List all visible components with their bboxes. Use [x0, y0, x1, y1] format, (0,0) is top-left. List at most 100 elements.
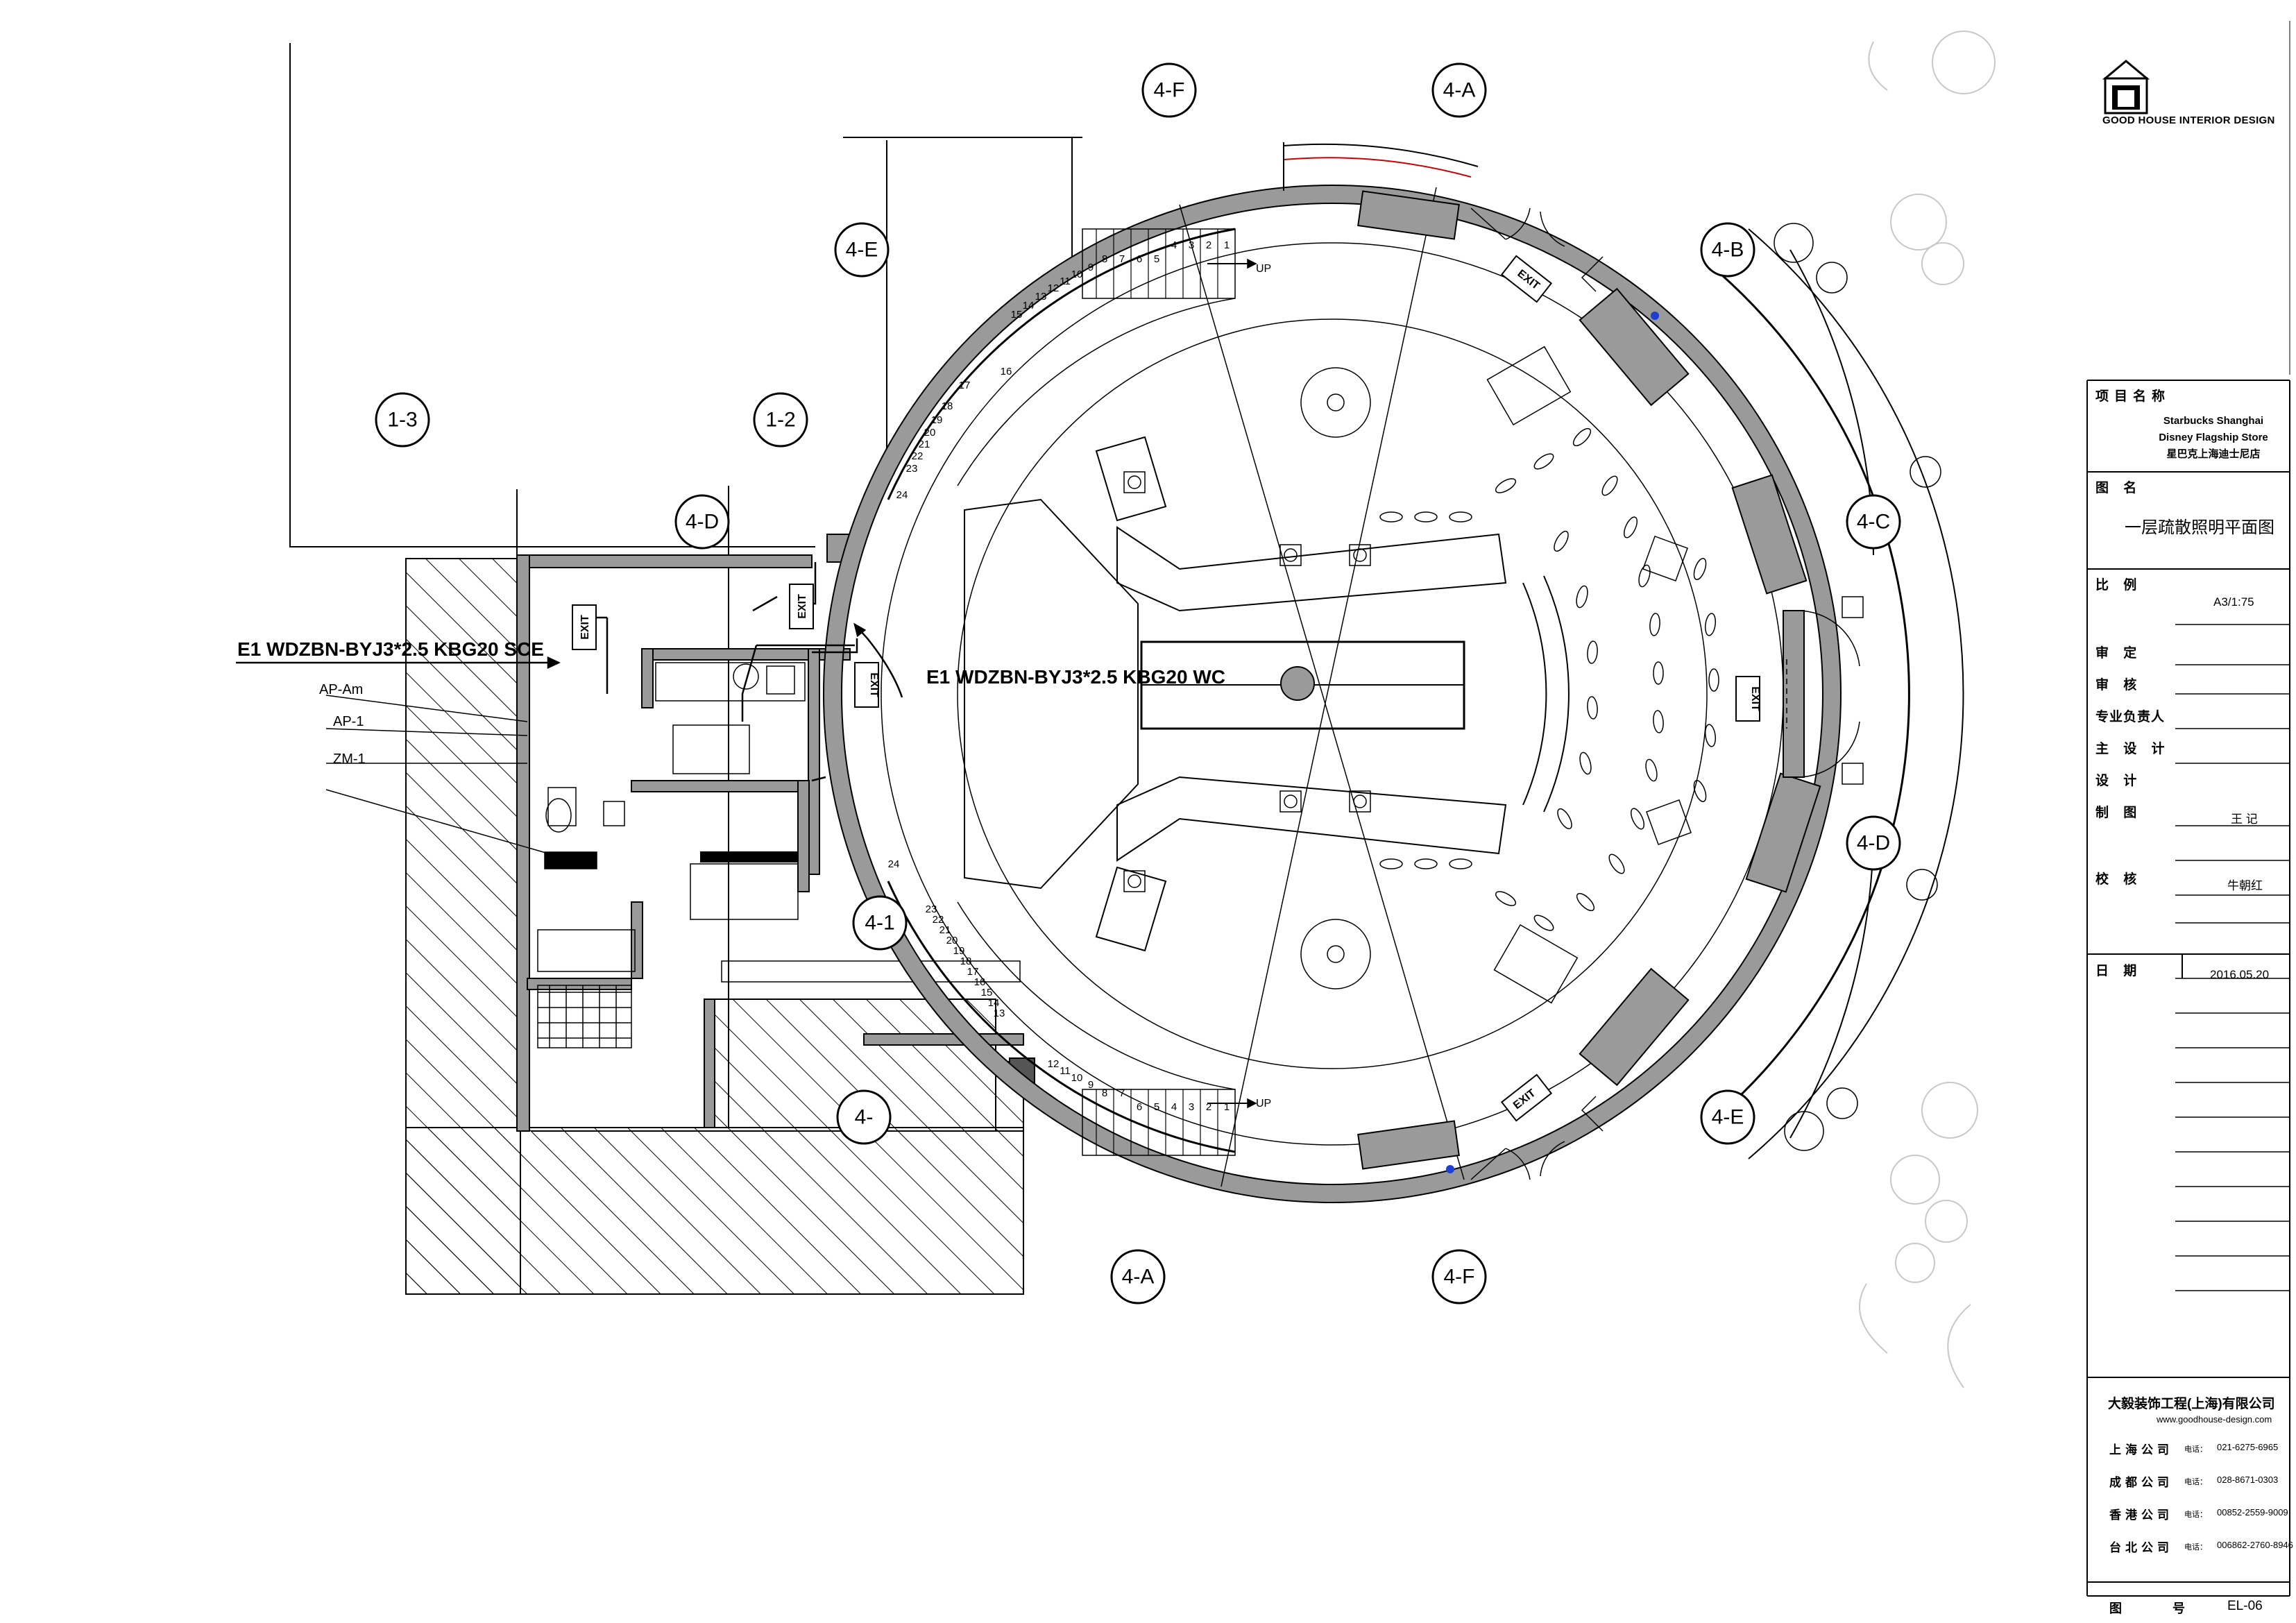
axis-marker-label: 4-D: [686, 511, 719, 534]
blue-markers: [1446, 312, 1659, 1173]
exit-sign-label: EXIT: [1749, 686, 1761, 711]
stair-step-number: 24: [896, 489, 908, 501]
stair-step-number: 9: [1088, 262, 1094, 273]
seating-arcs: [1379, 427, 1719, 931]
exterior-trees: [1859, 31, 1996, 1388]
date-value: 2016.05.20: [2210, 968, 2270, 981]
entrance-doors: [1470, 207, 1864, 1180]
stair-step-number: 21: [919, 439, 930, 450]
office-name: 香港公司: [2109, 1509, 2173, 1522]
stair-step-number: 11: [1060, 1065, 1071, 1077]
stair-step-number: 17: [967, 966, 979, 978]
stair-step-number: 20: [946, 935, 958, 946]
axis-marker-label: 4-D: [1857, 832, 1890, 855]
office-name: 上海公司: [2109, 1443, 2173, 1456]
stair-step-number: 2: [1206, 1101, 1211, 1113]
drawing-number: EL-06: [2227, 1599, 2263, 1613]
drawing-title: 一层疏散照明平面图: [2125, 518, 2274, 537]
stair-step-number: 24: [888, 858, 900, 870]
axis-marker-label: 4-A: [1443, 79, 1476, 102]
office-tel: 006862-2760-8946: [2217, 1540, 2293, 1550]
exit-signs: [572, 255, 1760, 1122]
date-label: 日 期: [2095, 964, 2143, 978]
square-tables: [1486, 346, 1692, 1004]
stair-step-number: 12: [1048, 1058, 1060, 1070]
designer-label: 设 计: [2095, 774, 2143, 788]
stair-top-numbers: 1 2 3 4 5 6 7 8 9 10 11 12 13 14 15 16 1…: [896, 239, 1230, 501]
stair-up-label-top: UP: [1256, 263, 1271, 275]
axis-marker-label: 4-C: [1857, 511, 1890, 534]
panel-label-ap-1: AP-1: [333, 714, 364, 729]
project-name-en-2: Disney Flagship Store: [2159, 432, 2268, 443]
top-canopy: [1283, 142, 1479, 191]
checker-name: 牛朝红: [2227, 879, 2263, 892]
stair-step-number: 22: [933, 914, 944, 926]
exit-sign-labels: EXIT EXIT EXIT EXIT EXIT EXIT: [579, 268, 1761, 1112]
lead-label: 专业负责人: [2095, 710, 2166, 724]
stair-step-number: 12: [1048, 282, 1060, 294]
axis-marker-label: 1-3: [387, 409, 417, 432]
stair-step-number: 10: [1071, 269, 1083, 280]
panel-label-ap-am: AP-Am: [319, 682, 363, 697]
project-label: 项目名称: [2095, 389, 2171, 404]
axis-marker-circles: [375, 62, 1901, 1305]
stair-step-number: 17: [959, 380, 971, 391]
exit-sign-label: EXIT: [797, 594, 808, 619]
stair-step-number: 19: [953, 945, 965, 957]
office-tel: 00852-2559-9009: [2217, 1507, 2288, 1518]
exterior-planters: [1774, 223, 1941, 1151]
circuit-label-sce: E1 WDZBN-BYJ3*2.5 KBG20 SCE: [237, 638, 544, 660]
stair-step-number: 3: [1189, 239, 1194, 251]
office-tel: 021-6275-6965: [2217, 1442, 2279, 1452]
stair-step-number: 14: [1023, 300, 1035, 312]
axis-marker-label: 4-A: [1122, 1266, 1155, 1289]
axis-marker-label: 4-B: [1712, 239, 1744, 262]
panel-label-zm-1: ZM-1: [333, 751, 366, 767]
audit-label: 审 核: [2095, 678, 2143, 692]
office-tel: 028-8671-0303: [2217, 1475, 2279, 1485]
brand-name: GOOD HOUSE INTERIOR DESIGN: [2102, 114, 2275, 126]
stair-step-number: 8: [1102, 253, 1107, 265]
stair-step-number: 14: [988, 997, 1000, 1009]
axis-marker-label: 1-2: [765, 409, 795, 432]
stair-step-number: 10: [1071, 1072, 1083, 1084]
stair-step-number: 7: [1119, 1087, 1125, 1099]
bar-equipment: [1123, 471, 1371, 892]
facade-columns: [1357, 190, 1821, 1170]
stair-step-number: 18: [942, 400, 953, 412]
project-name-en-1: Starbucks Shanghai: [2163, 415, 2264, 427]
stair-step-number: 15: [981, 987, 993, 999]
stair-step-number: 9: [1088, 1079, 1094, 1091]
stair-step-number: 7: [1119, 253, 1125, 265]
stair-bottom: [887, 881, 1257, 1156]
review-label: 审 定: [2095, 646, 2143, 661]
stair-step-number: 23: [926, 903, 937, 915]
stair-step-number: 19: [931, 414, 943, 426]
axis-marker-label: 4-1: [865, 912, 894, 935]
axis-marker-label: 4-F: [1154, 79, 1185, 102]
axis-marker-label: 4-F: [1444, 1266, 1475, 1289]
stair-step-number: 8: [1102, 1087, 1107, 1099]
stair-step-number: 1: [1224, 1101, 1230, 1113]
circuit-label-wc: E1 WDZBN-BYJ3*2.5 KBG20 WC: [926, 666, 1225, 688]
back-of-house-fixtures: [537, 662, 1021, 1048]
stair-step-number: 16: [1001, 366, 1012, 377]
stair-step-number: 6: [1137, 1101, 1142, 1113]
company-website: www.goodhouse-design.com: [2157, 1414, 2272, 1425]
stair-step-number: 16: [974, 976, 986, 988]
scale-value: A3/1:75: [2213, 595, 2254, 609]
stair-step-number: 13: [1035, 291, 1047, 303]
drawing-number-label: 图 号: [2109, 1601, 2209, 1615]
stair-step-number: 20: [924, 427, 936, 439]
lower-boundary-lines: [531, 1130, 1024, 1292]
exit-sign-label: EXIT: [868, 672, 880, 697]
axis-marker-label: 4-E: [1712, 1106, 1744, 1129]
office-name: 台北公司: [2109, 1541, 2173, 1554]
stair-step-number: 21: [939, 924, 951, 936]
drafter-name: 王 记: [2231, 813, 2258, 826]
stair-top: [887, 228, 1257, 500]
title-block-frame: [2086, 21, 2290, 1597]
circuit-wiring: [236, 562, 903, 782]
axis-marker-label: 4-E: [846, 239, 878, 262]
